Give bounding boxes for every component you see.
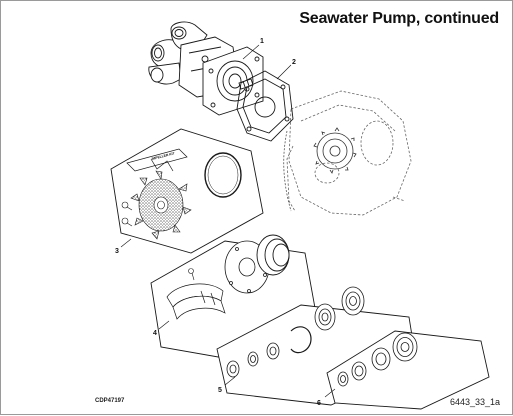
figure-code: 6443_33_1a [449,397,500,407]
bearing-panel [326,330,490,410]
drive-gear [313,127,357,174]
impeller-o-ring [204,152,242,198]
cam-insert [166,283,226,320]
instruction-card [126,148,188,172]
leader-1 [242,44,260,60]
seawater-pump-body [148,21,264,116]
leader-2 [276,64,292,80]
seal-components [226,286,365,378]
engine-housing-ghost [286,90,412,216]
callout-2: 2 [292,59,296,66]
leader-5 [224,376,236,386]
cam-screw [188,268,195,281]
impeller-kit-panel: IMPELLER KIT [110,128,264,254]
callout-3: 3 [115,248,119,255]
leader-4 [158,320,170,330]
callout-6: 6 [317,400,321,407]
pump-gasket [236,70,294,142]
kit-card-label: IMPELLER KIT [151,151,176,161]
impeller-screws [121,201,133,227]
leader-6 [324,388,336,398]
end-cover [256,234,290,276]
leader-3 [120,238,132,248]
hose-ghost [283,130,292,212]
callout-4: 4 [153,330,157,337]
impeller [130,170,192,240]
page-title: Seawater Pump, continued [299,10,499,27]
callout-1: 1 [260,38,264,45]
bearing-components [337,332,418,387]
document-code: CDP47197 [95,398,125,404]
callout-5: 5 [218,387,222,394]
